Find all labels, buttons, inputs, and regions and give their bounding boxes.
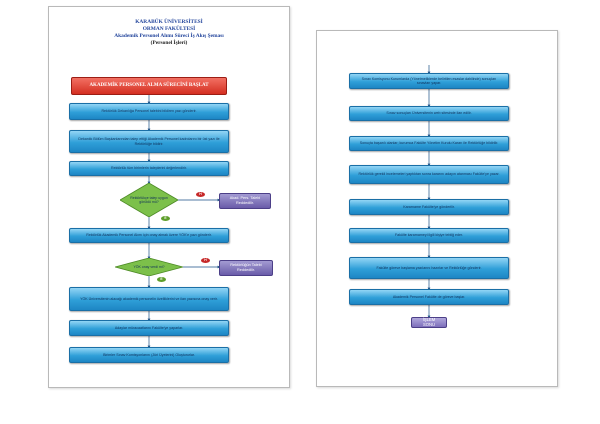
- yes-badge-2: E: [157, 277, 166, 282]
- process-step-10: Sonuçta başarılı olanlar; kurumca Fakült…: [349, 136, 509, 151]
- process-step-4: Rektörlük Akademik Personel Alımı için o…: [69, 228, 229, 243]
- connector-lines-page-1: [147, 95, 221, 349]
- decision-1-label: Rektörlükçe talep uygun görüldü mü?: [130, 195, 168, 204]
- reject-rectorate-request: Rektörlüğün Talebi Reddedilir.: [219, 260, 273, 276]
- connector-lines-page-2: [427, 65, 431, 319]
- process-step-3: Rektörlük tüm birimlerin taleplerini değ…: [69, 161, 229, 176]
- decision-request-approved: Rektörlükçe talep uygun görüldü mü?: [120, 183, 178, 217]
- faculty-name: ORMAN FAKÜLTESİ: [142, 26, 196, 32]
- process-step-8: Sınav Komisyonu Kurumlarda (Yönetmelikle…: [349, 73, 509, 89]
- no-badge-1: H: [196, 192, 205, 197]
- flowchart-page-2: Sınav Komisyonu Kurumlarda (Yönetmelikle…: [316, 30, 558, 387]
- yes-badge-1: E: [161, 216, 170, 221]
- process-step-14: Fakülte göreve başlama yazılarını hazırl…: [349, 257, 509, 279]
- process-step-11: Rektörlük gerekli incelemeleri yaptıktan…: [349, 165, 509, 184]
- decision-yok-approved: YÖK onay verdi mi?: [115, 258, 183, 276]
- university-name: KARABÜK ÜNİVERSİTESİ: [135, 19, 203, 25]
- no-badge-2: H: [201, 258, 210, 263]
- diagram-title: Akademik Personel Alımı Süreci İş Akış Ş…: [114, 33, 224, 39]
- process-step-5: YÖK Üniversitenin alacağı akademik perso…: [69, 287, 229, 311]
- end-terminal: İŞLEM SONU: [411, 317, 447, 328]
- process-step-6: Adaylar müracaatlarını Fakülte'ye yaparl…: [69, 320, 229, 336]
- process-step-1: Rektörlük Dekanlığa Personel talebini bi…: [69, 103, 229, 120]
- decision-2-label: YÖK onay verdi mi?: [133, 264, 165, 269]
- process-step-15: Akademik Personel Fakülte de göreve başl…: [349, 289, 509, 305]
- process-step-12: Kararname Fakülte'ye gönderilir.: [349, 199, 509, 215]
- process-step-7: Birimler Sınav Komisyonlarını (Jüri Üyel…: [69, 347, 229, 363]
- start-terminal: AKADEMİK PERSONEL ALMA SÜRECİNİ BAŞLAT: [71, 77, 227, 95]
- process-step-2: Dekanlık Bölüm Başkanlarından talep etti…: [69, 130, 229, 153]
- process-step-13: Fakülte kararnameyi ilgili kişiye tebliğ…: [349, 228, 509, 243]
- reject-academic-request: Akad. Pers. Talebi Reddedilir.: [219, 193, 271, 209]
- flowchart-page-1: KARABÜK ÜNİVERSİTESİ ORMAN FAKÜLTESİ Aka…: [48, 6, 290, 388]
- diagram-subtitle: (Personel İşleri): [150, 40, 188, 46]
- process-step-9: Sınav sonuçları Üniversitenin web sitesi…: [349, 106, 509, 121]
